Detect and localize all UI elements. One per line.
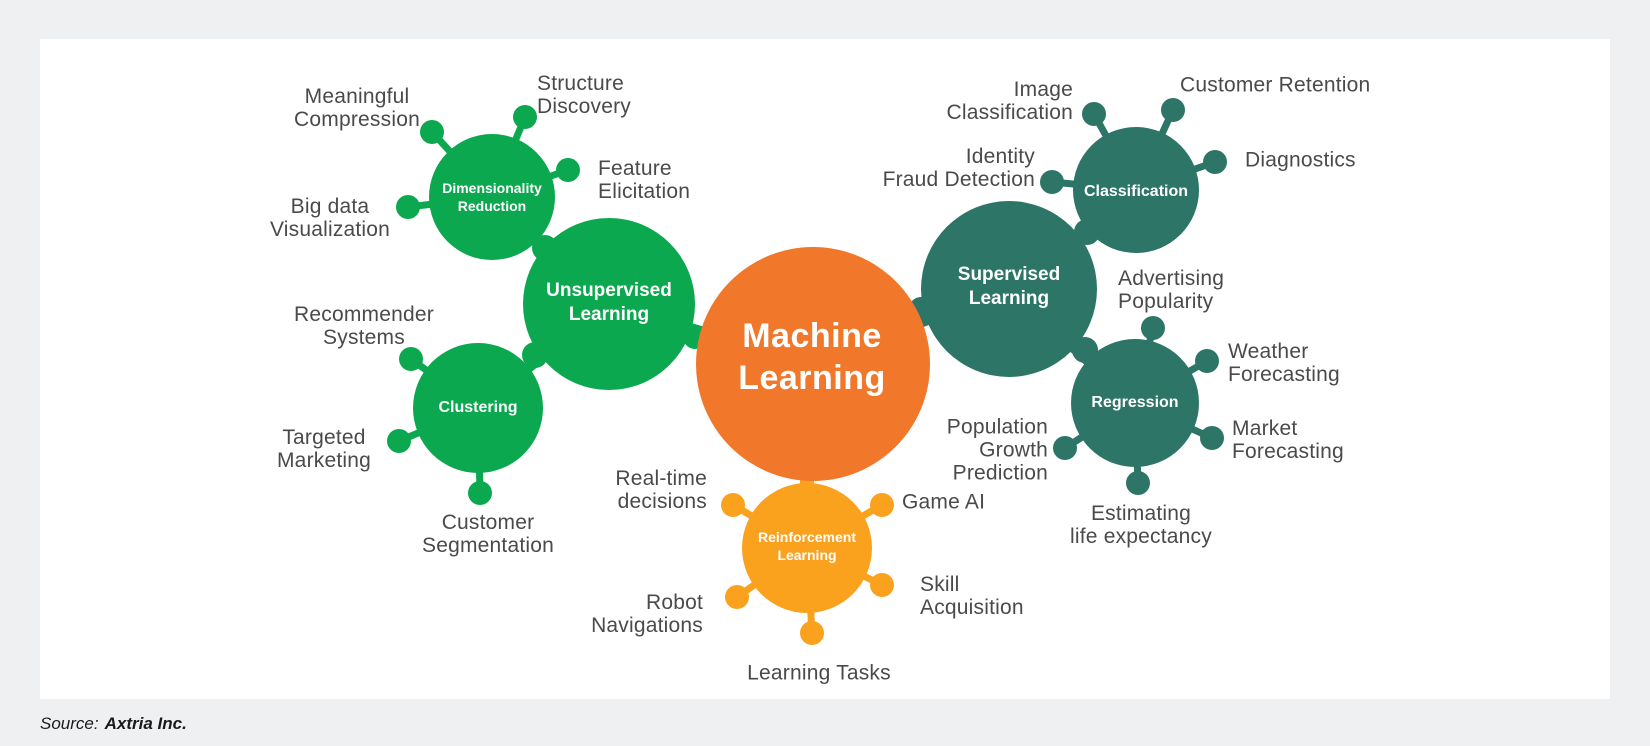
reinforcement-learning-label: Reinforcement Learning — [757, 529, 857, 563]
source-prefix: Source: — [40, 714, 99, 733]
label-robot-navigations: Robot Navigations — [591, 591, 703, 637]
regression-label: Regression — [1091, 394, 1179, 411]
label-market-forecasting: Market Forecasting — [1232, 417, 1344, 463]
label-image-classification: Image Classification — [946, 78, 1073, 124]
label-meaningful-compression: Meaningful Compression — [294, 85, 420, 131]
dimensionality-reduction-label: Dimensionality Reduction — [442, 180, 542, 214]
label-customer-retention: Customer Retention — [1180, 73, 1371, 97]
label-big-data-visualization: Big data Visualization — [269, 195, 391, 241]
label-skill-acquisition: Skill Acquisition — [920, 573, 1024, 619]
label-weather-forecasting: Weather Forecasting — [1228, 340, 1340, 386]
label-targeted-marketing: Targeted Marketing — [276, 426, 372, 472]
unsupervised-learning-label: Unsupervised Learning — [546, 280, 672, 325]
label-learning-tasks: Learning Tasks — [747, 661, 891, 685]
source-caption: Source: Axtria Inc. — [40, 714, 187, 734]
label-structure-discovery: Structure Discovery — [537, 72, 631, 118]
label-advertising-popularity: Advertising Popularity — [1118, 267, 1225, 313]
label-customer-segmentation: Customer Segmentation — [422, 511, 554, 557]
machine-learning-label: Machine Learning — [738, 317, 886, 397]
source-name: Axtria Inc. — [104, 714, 187, 733]
supervised-learning-label: Supervised Learning — [957, 264, 1061, 309]
label-real-time-decisions: Real-time decisions — [615, 467, 707, 513]
label-recommender-systems: Recommender Systems — [294, 303, 434, 349]
label-feature-elicitation: Feature Elicitation — [598, 157, 691, 203]
label-identity-fraud-detection: Identity Fraud Detection — [882, 145, 1035, 191]
clustering-label: Clustering — [438, 399, 518, 416]
label-diagnostics: Diagnostics — [1245, 148, 1356, 172]
label-estimating-life-expectancy: Estimating life expectancy — [1070, 502, 1212, 548]
label-population-growth-prediction: Population Growth Prediction — [946, 415, 1048, 485]
classification-label: Classification — [1083, 183, 1189, 200]
label-game-ai: Game AI — [902, 490, 986, 514]
